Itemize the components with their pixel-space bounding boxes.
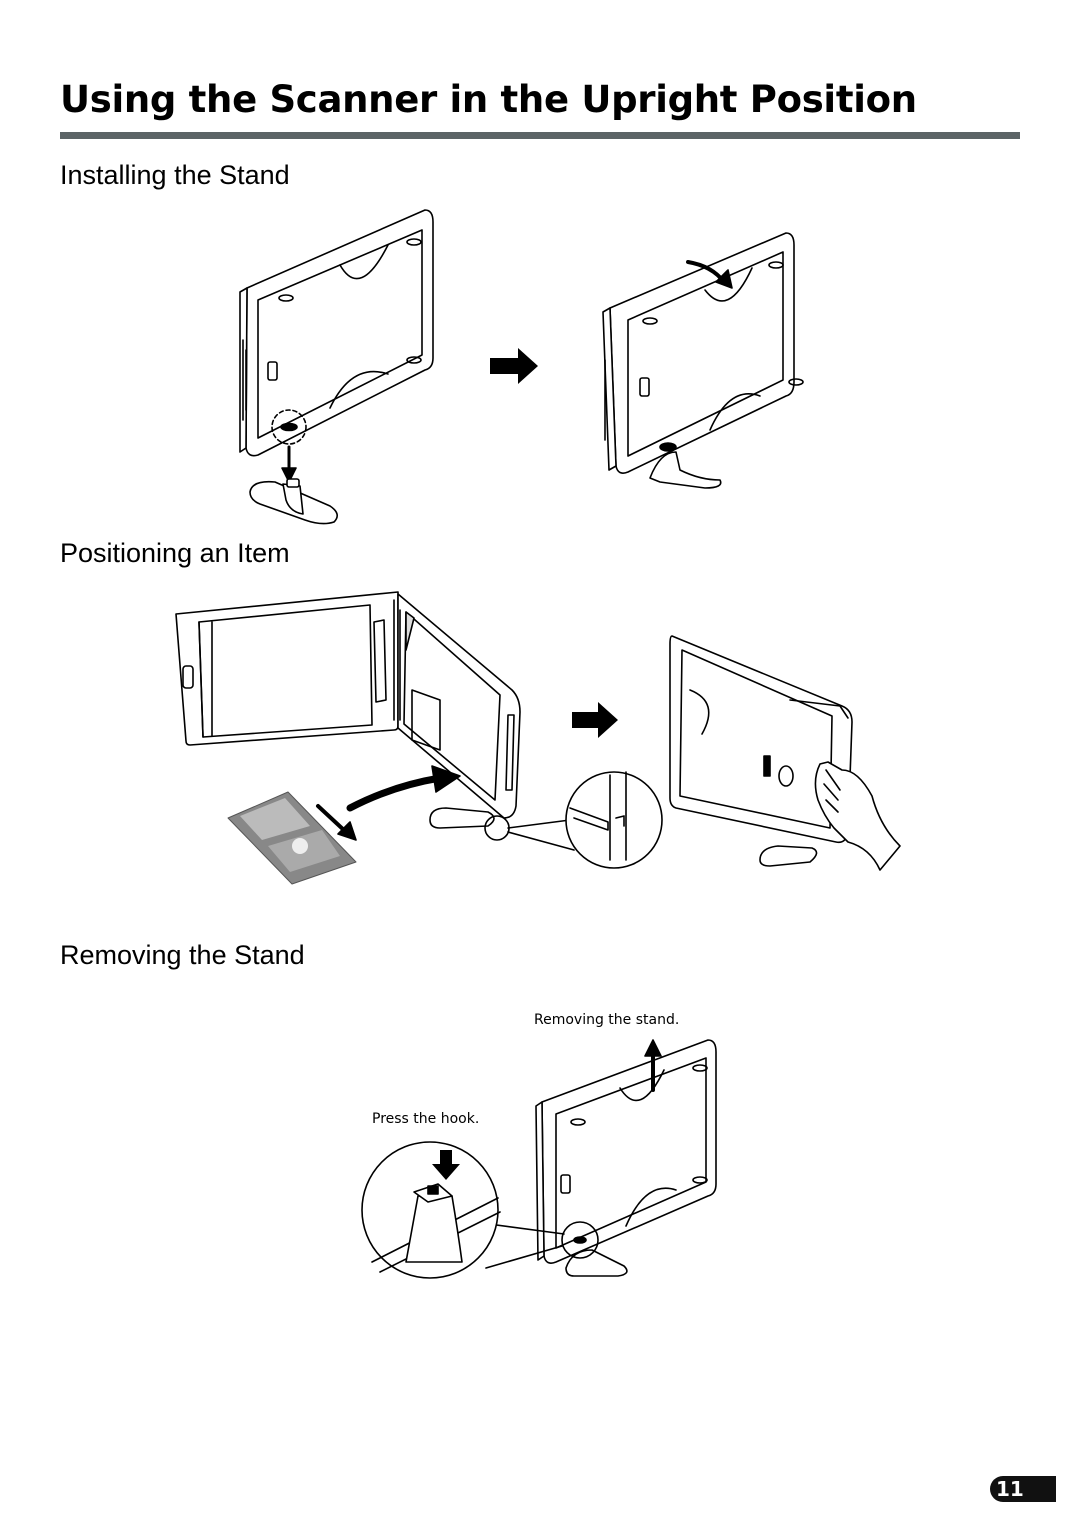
- arrow-right-icon: [490, 348, 538, 384]
- arrow-curved-icon: [686, 260, 733, 289]
- page-number-badge: 11: [990, 1476, 1056, 1502]
- caption-removing-the-stand: Removing the stand.: [534, 1012, 680, 1028]
- title-rule: [60, 132, 1020, 139]
- page-number-bar: [1028, 1476, 1056, 1502]
- document-photo-illustration: [227, 791, 357, 885]
- arrow-right-icon: [572, 702, 618, 738]
- arrow-down-icon: [281, 445, 297, 483]
- scanner-illustration-remove: [535, 1039, 717, 1277]
- heading-installing-stand: Installing the Stand: [60, 160, 290, 190]
- arrow-down-icon: [432, 1150, 460, 1180]
- scanner-illustration-install-1: [239, 209, 434, 457]
- scanner-upright-illustration: [669, 635, 853, 867]
- heading-removing-stand: Removing the Stand: [60, 940, 305, 970]
- hook-detail-circle: [361, 1141, 565, 1279]
- caption-press-the-hook: Press the hook.: [372, 1111, 480, 1127]
- arrow-down-icon: [316, 804, 357, 841]
- stand-illustration-install-1: [249, 478, 338, 525]
- hand-illustration: [814, 761, 901, 871]
- page-number: 11: [996, 1477, 1024, 1501]
- arrow-curved-icon: [346, 765, 461, 812]
- arrow-up-icon: [644, 1039, 662, 1092]
- detail-zoom-circle: [507, 771, 663, 869]
- page-title: Using the Scanner in the Upright Positio…: [60, 78, 917, 121]
- scanner-illustration-install-2: [602, 232, 804, 489]
- heading-positioning-item: Positioning an Item: [60, 538, 290, 568]
- scanner-open-illustration: [175, 591, 521, 841]
